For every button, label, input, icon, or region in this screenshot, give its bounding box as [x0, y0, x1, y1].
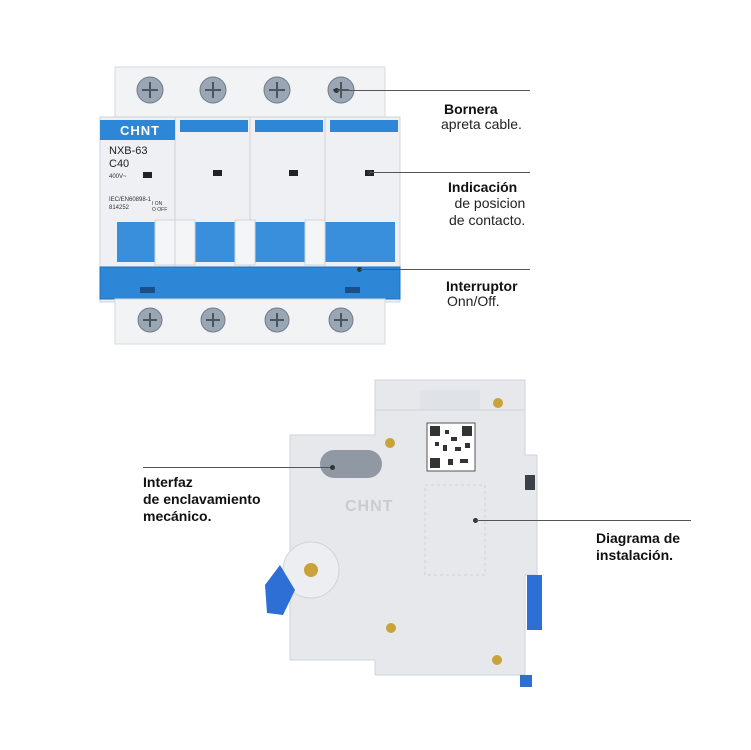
code-label: 814252: [109, 205, 130, 211]
rating-label: C40: [109, 158, 130, 170]
indicacion-marker: [367, 170, 372, 175]
standard-label: IEC/EN60898-1: [109, 197, 152, 203]
indicacion-leader-line: [370, 172, 530, 173]
interfaz-leader-line: [143, 467, 331, 468]
bornera-marker: [334, 88, 339, 93]
interruptor-leader-line: [360, 269, 530, 270]
diagrama-leader-line: [476, 520, 691, 521]
interruptor-subtitle: Onn/Off.: [447, 293, 500, 309]
diagrama-title: Diagrama de instalación.: [596, 530, 681, 563]
on-off-label: I ON O OFF: [152, 201, 168, 213]
brand-logo-side: CHNT: [345, 498, 394, 515]
brand-logo-front: CHNT: [119, 123, 161, 138]
indicacion-subtitle: de posicion de contacto.: [449, 195, 526, 228]
voltage-label: 400V~: [109, 174, 127, 180]
model-label: NXB-63: [109, 145, 148, 157]
bottom-terminal-screws: [137, 307, 354, 333]
bornera-leader-line: [337, 90, 530, 91]
interruptor-title: Interruptor: [446, 278, 518, 294]
breaker-front-image: [99, 66, 401, 345]
bornera-title: Bornera: [444, 101, 498, 117]
interfaz-title: Interfaz de enclavamiento mecánico.: [143, 474, 261, 524]
diagrama-marker: [473, 518, 478, 523]
bornera-subtitle: apreta cable.: [441, 116, 522, 132]
interruptor-marker: [357, 267, 362, 272]
interfaz-marker: [330, 465, 335, 470]
breaker-side-image: [265, 379, 542, 687]
indicacion-title: Indicación: [448, 179, 518, 195]
